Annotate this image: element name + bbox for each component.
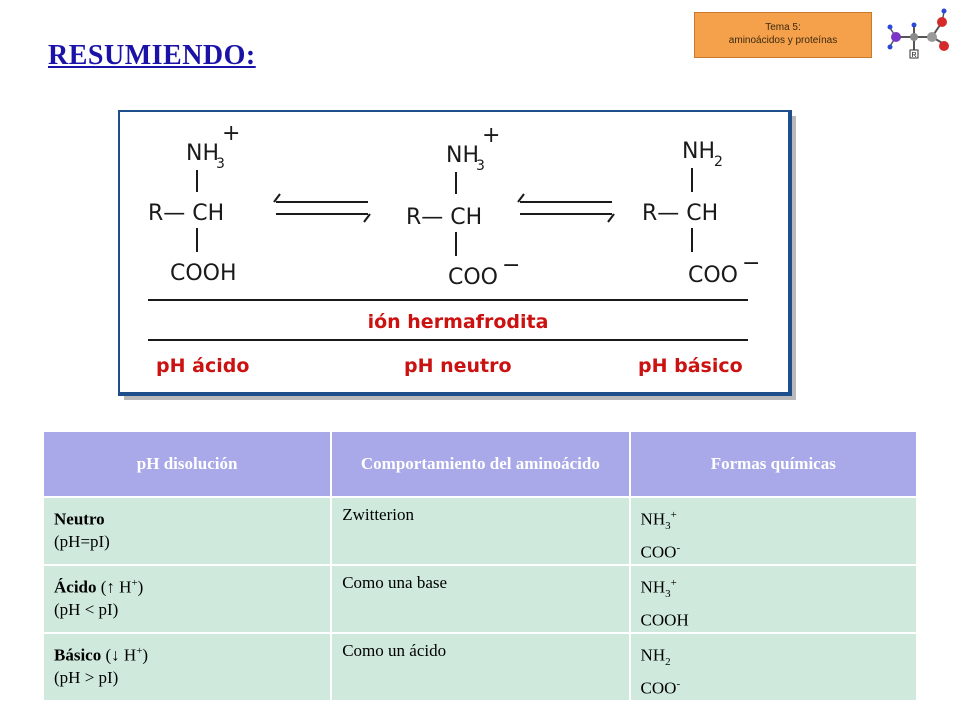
svg-text:COOH: COOH — [170, 261, 237, 286]
cell-behavior: Zwitterion — [330, 496, 631, 566]
svg-text:+: + — [222, 121, 240, 146]
svg-text:3: 3 — [216, 156, 225, 172]
badge-line2: aminoácidos y proteínas — [728, 35, 838, 46]
equilibrium-arrows-icon — [517, 193, 615, 223]
svg-text:−: − — [742, 251, 760, 276]
svg-text:NH: NH — [446, 143, 479, 168]
cell-forms: NH3+ COO- — [628, 496, 919, 566]
cell-ph: Neutro (pH=pI) — [41, 496, 333, 566]
svg-text:COO: COO — [688, 263, 738, 288]
structure-basic: NH 2 R— CH COO − — [642, 139, 760, 288]
equilibrium-arrows-icon — [273, 193, 371, 223]
svg-text:3: 3 — [476, 158, 485, 174]
cell-behavior: Como una base — [330, 564, 631, 634]
amino-acid-ionization-scheme: NH 3 + R— CH COOH NH 3 + R— CH COO − NH … — [118, 110, 796, 400]
summary-table: pH disolución Comportamiento del aminoác… — [41, 432, 919, 702]
zwitterion-label: ión hermafrodita — [368, 311, 549, 333]
badge-line1: Tema 5: — [765, 22, 801, 33]
cell-forms: NH2 COO- — [628, 632, 919, 702]
header-behavior: Comportamiento del aminoácido — [330, 432, 631, 497]
cell-ph: Ácido (↑ H+) (pH < pI) — [41, 564, 333, 634]
table-row: Ácido (↑ H+) (pH < pI) Como una base NH3… — [41, 564, 919, 634]
svg-text:R: R — [911, 52, 916, 59]
ph-basic-label: pH básico — [638, 355, 743, 377]
page-title: RESUMIENDO: — [48, 40, 256, 71]
cell-forms: NH3+ COOH — [628, 564, 919, 634]
svg-text:R— CH: R— CH — [148, 201, 224, 226]
table-row: Básico (↓ H+) (pH > pI) Como un ácido NH… — [41, 632, 919, 702]
ph-acid-label: pH ácido — [156, 355, 249, 377]
structure-acidic: NH 3 + R— CH COOH — [148, 121, 240, 286]
svg-text:R— CH: R— CH — [406, 205, 482, 230]
svg-text:R— CH: R— CH — [642, 201, 718, 226]
cell-ph: Básico (↓ H+) (pH > pI) — [41, 632, 333, 702]
left-top-group: NH — [186, 141, 219, 166]
svg-text:+: + — [482, 123, 500, 148]
header-ph: pH disolución — [41, 432, 333, 497]
svg-text:COO: COO — [448, 265, 498, 290]
svg-text:2: 2 — [714, 154, 723, 170]
amino-acid-molecule-icon: R — [887, 8, 949, 59]
table-header-row: pH disolución Comportamiento del aminoác… — [41, 432, 919, 497]
svg-text:NH: NH — [682, 139, 715, 164]
header-forms: Formas químicas — [628, 432, 919, 497]
table-row: Neutro (pH=pI) Zwitterion NH3+ COO- — [41, 496, 919, 566]
svg-text:−: − — [502, 253, 520, 278]
cell-behavior: Como un ácido — [330, 632, 631, 702]
structure-zwitterion: NH 3 + R— CH COO − — [406, 123, 520, 290]
topic-badge: Tema 5: aminoácidos y proteínas — [694, 12, 872, 58]
ph-neutral-label: pH neutro — [404, 355, 512, 377]
